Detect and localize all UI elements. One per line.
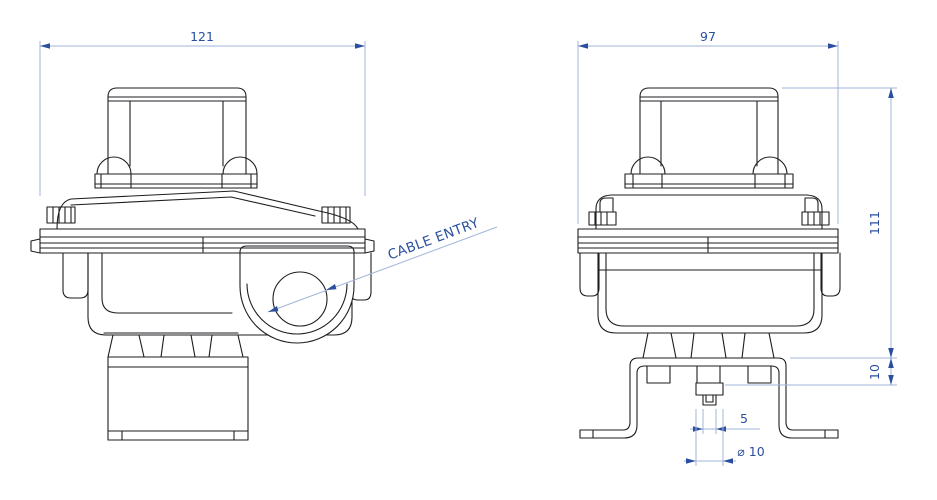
front-lower-body: [87, 252, 353, 336]
mounting-bracket: [579, 357, 839, 439]
front-neck-fins: [107, 334, 244, 358]
side-neck-fins: [642, 332, 775, 359]
shaft-flat-arrows: [693, 426, 726, 432]
front-lid: [56, 190, 359, 230]
front-body-linework: [30, 87, 375, 441]
shaft-flat-label: 5: [740, 411, 748, 426]
side-collar: [624, 173, 794, 189]
side-shaft-diameter-dimension: ⌀ 10: [684, 409, 765, 466]
side-lid: [595, 194, 823, 230]
cable-entry-hole: [272, 271, 328, 327]
front-lid-facet: [70, 196, 316, 217]
front-bottom-block: [107, 356, 249, 441]
front-dome-bumps: [96, 156, 258, 175]
front-corner-screws: [46, 206, 351, 224]
shaft-flat-ext-lines: [702, 409, 717, 434]
front-width-ext-lines: [39, 41, 366, 196]
shaft-dia-ext-lines: [695, 409, 724, 466]
side-dome-bumps: [630, 156, 788, 175]
cable-entry-label: CABLE ENTRY: [386, 215, 482, 264]
output-shaft: [695, 365, 724, 406]
cable-entry-leader: [267, 226, 498, 313]
side-dome: [639, 87, 779, 175]
side-gasket-band: [577, 228, 839, 254]
side-bracket-offset-dimension: 10: [725, 357, 897, 386]
side-shaft-flat-dimension: 5: [690, 409, 760, 434]
side-width-dimension: 97: [577, 29, 839, 224]
front-collar: [94, 173, 258, 189]
side-lower-body: [597, 252, 823, 334]
side-view: 97 111 10 5 ⌀ 10: [577, 29, 897, 466]
cable-entry-boss-inner: [246, 283, 348, 335]
front-width-label: 121: [190, 29, 214, 44]
side-lower-legs: [646, 365, 772, 384]
side-corner-screws: [588, 211, 830, 226]
shaft-dia-label: ⌀ 10: [737, 444, 764, 459]
cable-entry-boss: [239, 245, 355, 344]
side-width-ext-lines: [577, 41, 839, 224]
shaft-dia-arrows: [686, 458, 733, 464]
front-view: 121 CABLE ENTRY: [30, 29, 498, 441]
side-height-dimension: 111: [782, 87, 897, 358]
bracket-offset-label: 10: [867, 364, 882, 380]
side-clamp-tabs: [579, 252, 841, 297]
side-body-linework: [577, 87, 841, 439]
front-dome: [107, 87, 247, 175]
side-lid-ears: [599, 197, 819, 213]
cable-entry-arrows: [268, 284, 337, 312]
bracket-offset-ext-lines: [725, 357, 897, 386]
side-width-label: 97: [700, 29, 716, 44]
front-gasket-band: [30, 228, 375, 254]
side-height-label: 111: [867, 211, 882, 235]
front-width-dimension: 121: [39, 29, 366, 196]
bracket-offset-arrows: [888, 358, 894, 385]
